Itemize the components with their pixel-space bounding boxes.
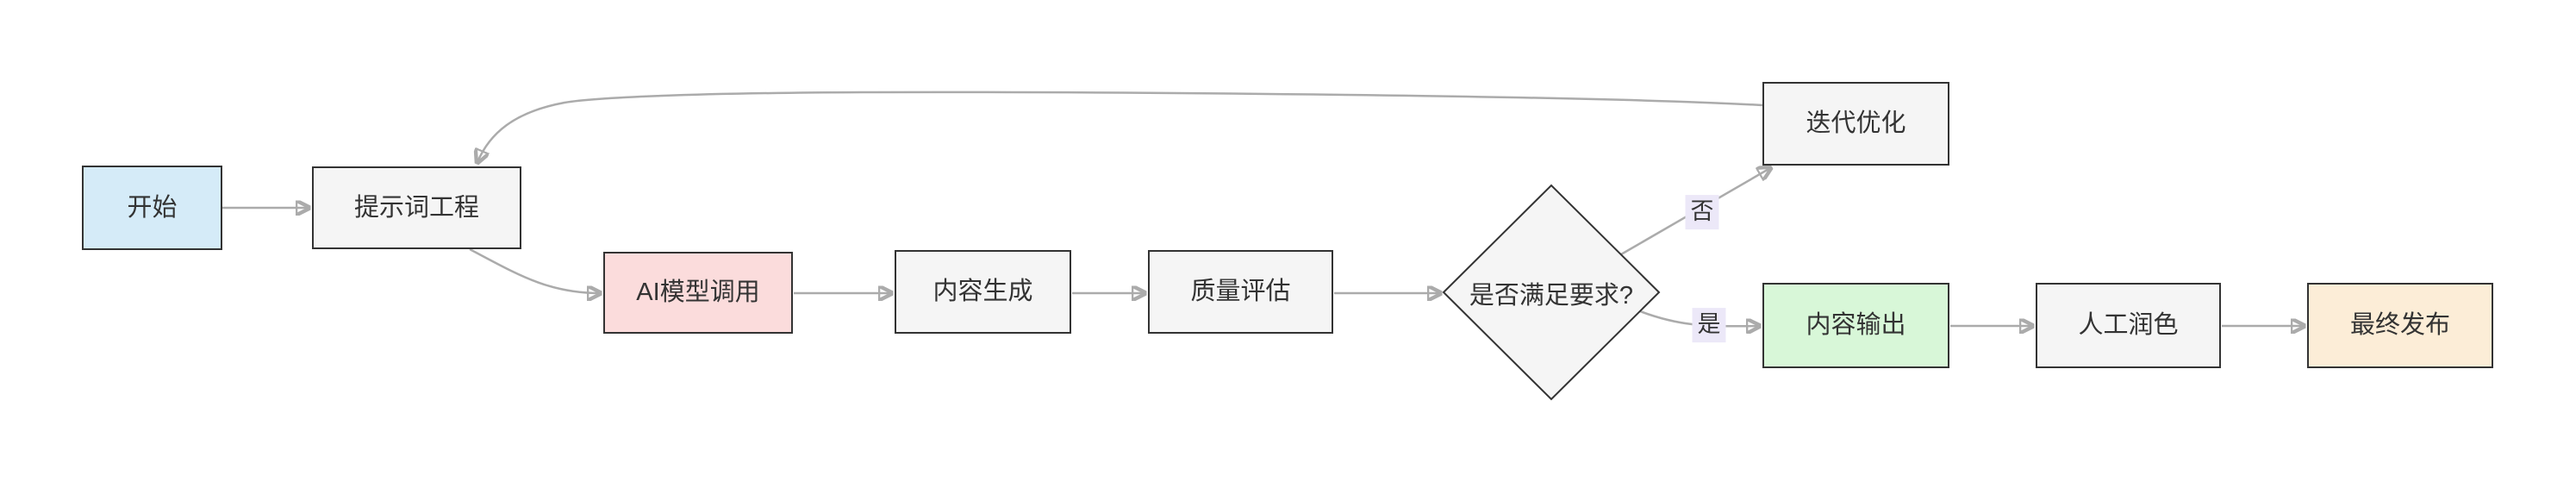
node-quality: 质量评估 bbox=[1148, 250, 1333, 334]
edge-prompt-ai bbox=[469, 247, 600, 293]
edge-iterate-prompt-loop bbox=[477, 91, 1763, 162]
node-ai-model: AI模型调用 bbox=[603, 252, 793, 334]
node-iterate-label: 迭代优化 bbox=[1806, 110, 1906, 138]
edge-label-no: 否 bbox=[1685, 195, 1719, 229]
node-ai-model-label: AI模型调用 bbox=[636, 279, 760, 307]
node-generate: 内容生成 bbox=[895, 250, 1071, 334]
node-start: 开始 bbox=[82, 166, 222, 250]
node-decision-shape bbox=[1442, 184, 1661, 401]
node-decision-label: 是否满足要求? bbox=[1469, 282, 1634, 310]
node-publish: 最终发布 bbox=[2307, 283, 2493, 368]
node-prompt: 提示词工程 bbox=[312, 166, 521, 249]
node-prompt-label: 提示词工程 bbox=[353, 193, 479, 222]
node-output: 内容输出 bbox=[1762, 283, 1949, 368]
node-quality-label: 质量评估 bbox=[1190, 278, 1291, 306]
node-start-label: 开始 bbox=[127, 193, 178, 222]
edge-label-yes: 是 bbox=[1692, 308, 1726, 342]
node-iterate: 迭代优化 bbox=[1762, 82, 1949, 166]
node-publish-label: 最终发布 bbox=[2349, 311, 2450, 340]
node-polish: 人工润色 bbox=[2036, 283, 2221, 368]
node-output-label: 内容输出 bbox=[1806, 311, 1906, 340]
node-generate-label: 内容生成 bbox=[932, 278, 1033, 306]
node-polish-label: 人工润色 bbox=[2078, 311, 2179, 340]
